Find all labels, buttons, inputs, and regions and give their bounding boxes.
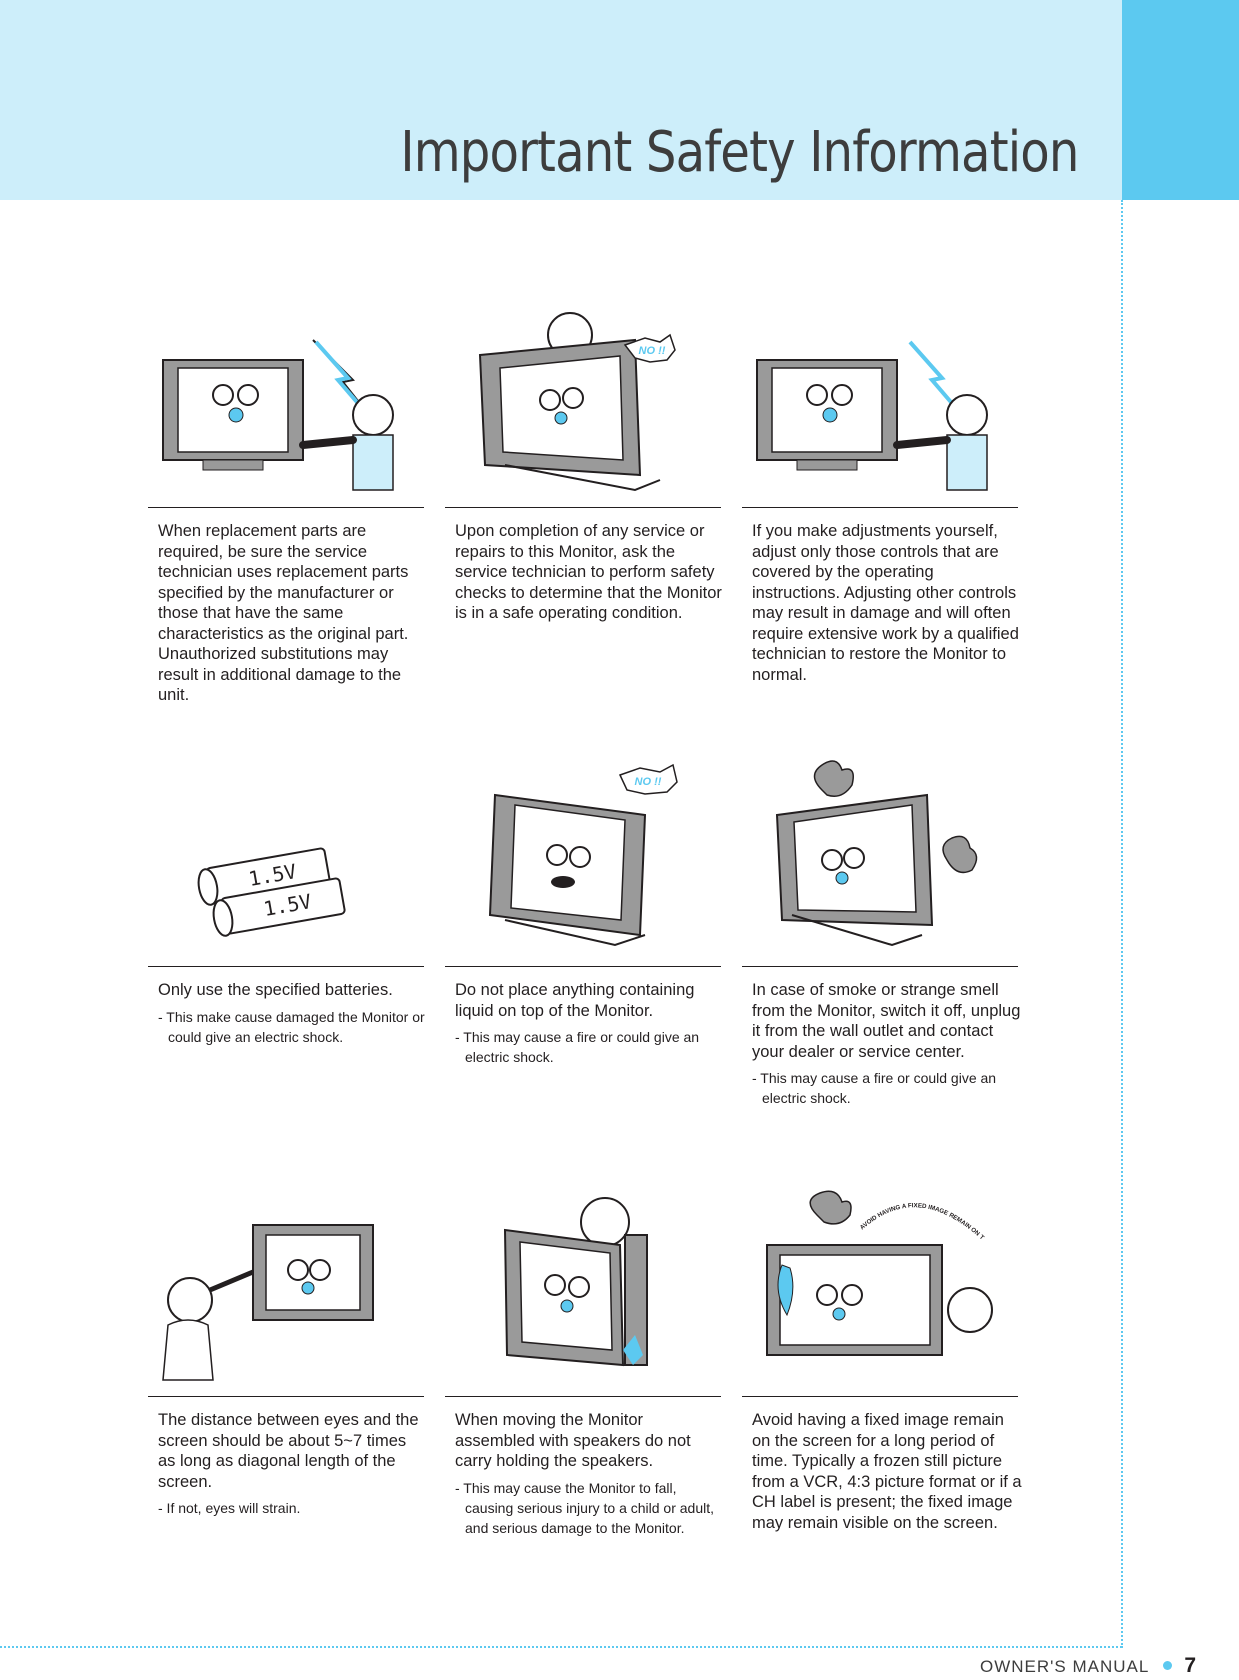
- fixed-image-callout: AVOID HAVING A FIXED IMAGE REMAIN ON THE…: [742, 1190, 985, 1242]
- item-main-text: In case of smoke or strange smell from t…: [752, 981, 1021, 1061]
- item-note-text: - If not, eyes will strain.: [158, 1500, 301, 1516]
- item-main-text: Avoid having a fixed image remain on the…: [752, 1411, 1022, 1532]
- item-note-text: - This make cause damaged the Monitor or…: [158, 1008, 425, 1045]
- section-rule: [742, 507, 1018, 508]
- viewing-distance-illustration: [162, 1224, 374, 1381]
- item-text: Only use the specified batteries. - This…: [158, 980, 428, 1047]
- item-text: When moving the Monitor assembled with s…: [455, 1410, 725, 1538]
- section-rule: [742, 966, 1018, 967]
- item-text: In case of smoke or strange smell from t…: [752, 980, 1022, 1108]
- item-text: If you make adjustments yourself, adjust…: [752, 521, 1022, 685]
- item-main-text: When replacement parts are required, be …: [158, 522, 409, 704]
- monitor-lightning-illustration: [162, 339, 394, 491]
- moving-monitor-illustration: [503, 1197, 648, 1367]
- item-text: Upon completion of any service or repair…: [455, 521, 725, 624]
- item-note-text: - This may cause a fire or could give an…: [455, 1029, 700, 1065]
- page-title: Important Safety Information: [400, 120, 1080, 185]
- section-rule: [445, 507, 721, 508]
- page-footer: OWNER'S MANUAL 7: [980, 1654, 1197, 1678]
- no-callout-text: NO !!: [635, 776, 662, 788]
- fixed-image-illustration: AVOID HAVING A FIXED IMAGE REMAIN ON THE…: [742, 1190, 993, 1356]
- item-text: Do not place anything containing liquid …: [455, 980, 725, 1067]
- item-main-text: Do not place anything containing liquid …: [455, 981, 695, 1020]
- item-text: The distance between eyes and the screen…: [158, 1410, 428, 1518]
- item-main-text: Upon completion of any service or repair…: [455, 522, 722, 622]
- monitor-liquid-illustration: NO !!: [488, 763, 678, 947]
- item-note-text: - This may cause the Monitor to fall, ca…: [455, 1479, 715, 1536]
- section-rule: [148, 507, 424, 508]
- item-text: When replacement parts are required, be …: [158, 521, 428, 706]
- batteries-illustration: 1.5V 1.5V: [197, 847, 346, 937]
- item-main-text: When moving the Monitor assembled with s…: [455, 1411, 691, 1470]
- header-band: [0, 0, 1122, 200]
- page-number: 7: [1184, 1654, 1197, 1677]
- technician-monitor-illustration: NO !!: [478, 312, 676, 492]
- section-rule: [445, 1396, 721, 1397]
- item-main-text: Only use the specified batteries.: [158, 981, 393, 999]
- no-callout-text: NO !!: [639, 345, 666, 357]
- monitor-smoke-illustration: [775, 760, 978, 947]
- manual-label: OWNER'S MANUAL: [979, 1657, 1150, 1676]
- footer-divider: [0, 1646, 1122, 1648]
- section-rule: [445, 966, 721, 967]
- item-main-text: If you make adjustments yourself, adjust…: [752, 522, 1019, 684]
- item-note-text: - This may cause a fire or could give an…: [752, 1070, 997, 1106]
- bullet-icon: [1163, 1661, 1173, 1670]
- section-rule: [148, 966, 424, 967]
- margin-divider: [1121, 200, 1123, 1648]
- monitor-lightning-illustration: [756, 340, 988, 491]
- item-main-text: The distance between eyes and the screen…: [158, 1411, 419, 1491]
- header-tab: [1122, 0, 1239, 200]
- section-rule: [148, 1396, 424, 1397]
- item-text: Avoid having a fixed image remain on the…: [752, 1410, 1022, 1533]
- section-rule: [742, 1396, 1018, 1397]
